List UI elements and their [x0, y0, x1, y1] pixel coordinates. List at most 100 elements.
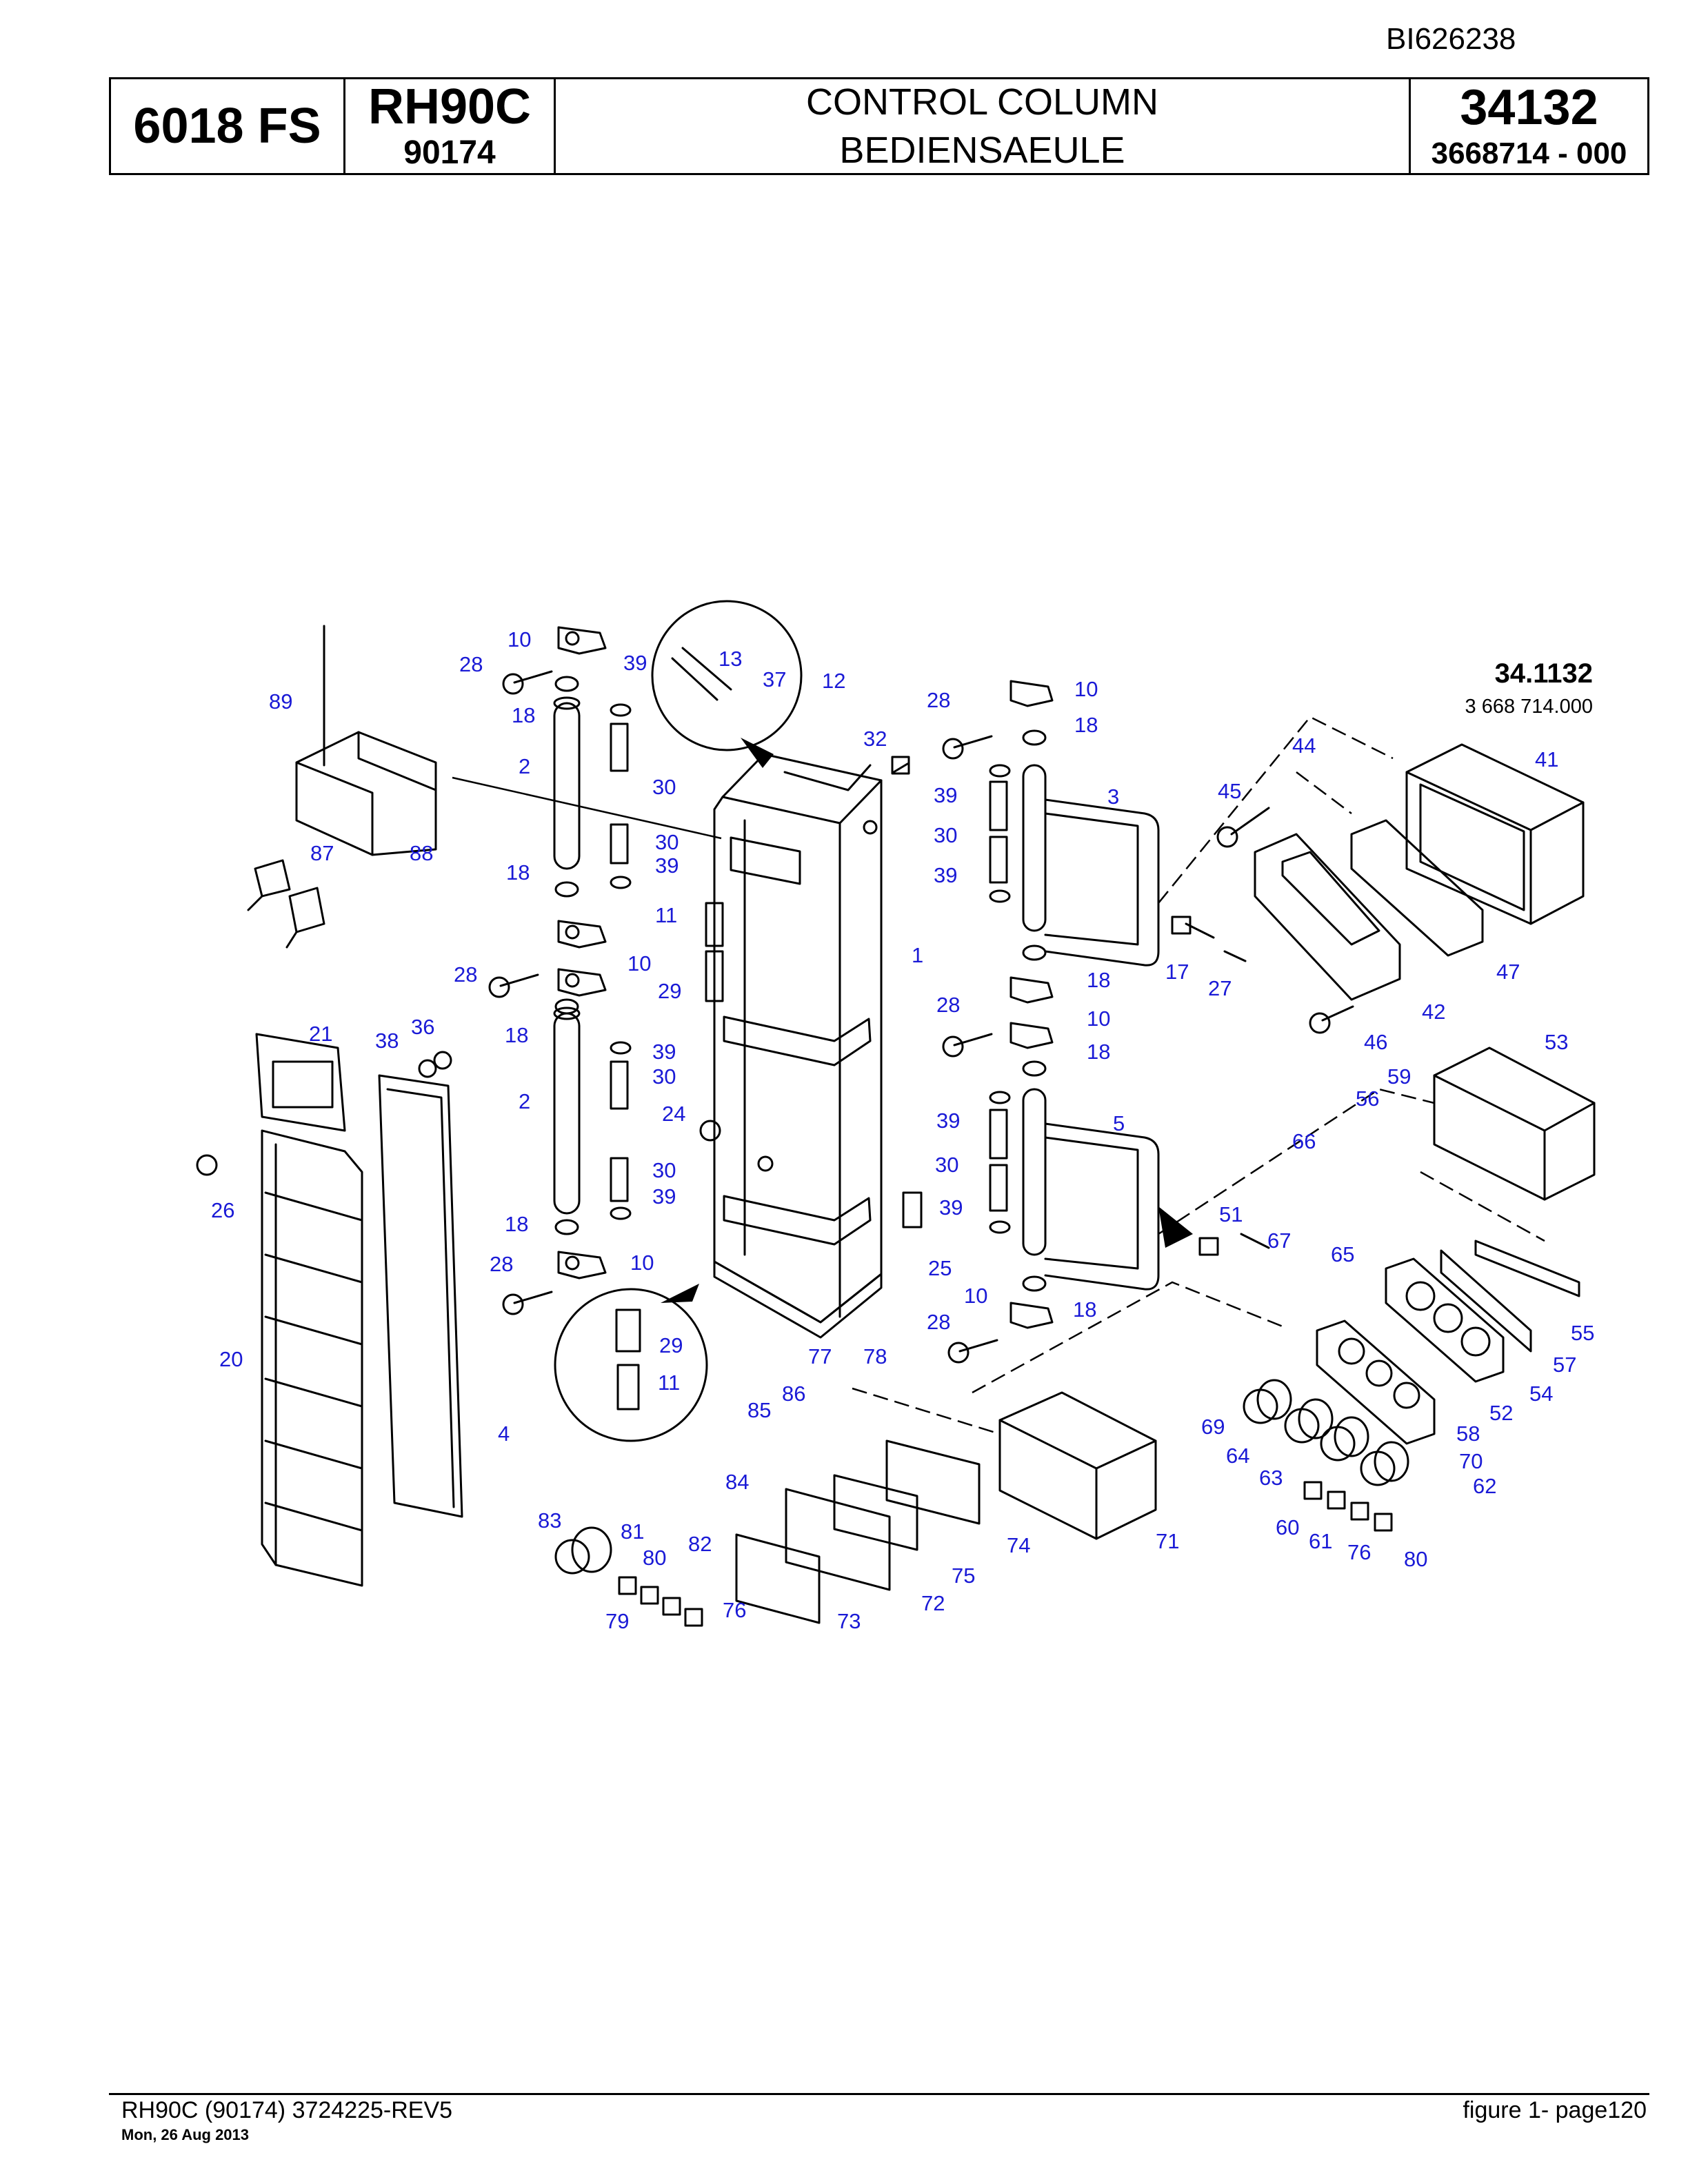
gauge-panel-54	[1385, 1257, 1505, 1383]
label-39: 39	[939, 1195, 963, 1220]
label-42: 42	[1422, 1000, 1445, 1024]
label-56: 56	[1356, 1086, 1379, 1111]
label-28: 28	[936, 993, 960, 1017]
label-80: 80	[1404, 1547, 1427, 1571]
label-63: 63	[1259, 1466, 1283, 1490]
label-87: 87	[310, 841, 334, 865]
label-51: 51	[1219, 1202, 1243, 1226]
label-1: 1	[912, 943, 923, 967]
label-13: 13	[719, 647, 742, 671]
washers-left	[554, 676, 724, 1235]
label-37: 37	[763, 667, 786, 691]
control-column-frame	[713, 753, 883, 1339]
title-english: CONTROL COLUMN	[805, 81, 1159, 123]
label-18: 18	[505, 1023, 528, 1047]
label-82: 82	[688, 1532, 712, 1556]
diagram-reference-sub: 3 668 714.000	[1465, 696, 1593, 718]
label-28: 28	[454, 962, 477, 987]
label-60: 60	[1276, 1515, 1299, 1539]
label-85: 85	[747, 1398, 771, 1422]
label-18: 18	[505, 1212, 528, 1236]
footer-date: Mon, 26 Aug 2013	[121, 2126, 250, 2143]
gauge-panel-58	[1316, 1320, 1436, 1445]
label-18: 18	[512, 703, 535, 727]
switch-module-rack	[261, 1129, 363, 1587]
label-61: 61	[1309, 1529, 1332, 1553]
label-28: 28	[459, 652, 483, 676]
title-block: 6018 FS RH90C 90174 CONTROL COLUMN BEDIE…	[109, 77, 1649, 175]
label-74: 74	[1007, 1533, 1030, 1557]
label-28: 28	[927, 1310, 950, 1334]
label-80: 80	[643, 1546, 666, 1570]
label-32: 32	[863, 727, 887, 751]
label-64: 64	[1226, 1444, 1249, 1468]
part-number: 3668714 - 000	[1431, 136, 1627, 170]
left-hinge-post-lower	[553, 1007, 581, 1215]
label-76: 76	[1347, 1540, 1371, 1564]
detail-circle-bottom	[554, 1288, 708, 1442]
label-39: 39	[934, 863, 957, 887]
washers-right	[989, 729, 1047, 1292]
label-2: 2	[519, 754, 530, 778]
gauges	[1243, 1379, 1409, 1486]
label-39: 39	[652, 1040, 676, 1064]
assembly-lines	[852, 716, 1545, 1435]
label-38: 38	[375, 1029, 399, 1053]
label-79: 79	[605, 1609, 629, 1633]
housing-71	[998, 1391, 1157, 1540]
footer-divider	[109, 2093, 1649, 2095]
label-62: 62	[1473, 1474, 1496, 1498]
label-41: 41	[1535, 747, 1558, 771]
label-18: 18	[1074, 713, 1098, 737]
label-30: 30	[655, 830, 679, 854]
label-28: 28	[490, 1252, 513, 1276]
label-30: 30	[652, 775, 676, 799]
label-2: 2	[519, 1089, 530, 1113]
label-10: 10	[1074, 677, 1098, 701]
left-hinge-brackets	[557, 626, 607, 1280]
label-5: 5	[1113, 1111, 1125, 1135]
label-54: 54	[1529, 1382, 1553, 1406]
strip-55	[1474, 1240, 1580, 1297]
gauge-83	[554, 1539, 590, 1575]
label-18: 18	[1087, 1040, 1110, 1064]
label-29: 29	[659, 1333, 683, 1357]
right-hinge-assembly	[1009, 680, 1054, 1329]
machine-serial: 90174	[403, 134, 496, 171]
part-labels: 1 2 2 3 4 5 10 10 10 10 10 10 11 11 12 1…	[211, 627, 1594, 1633]
label-39: 39	[936, 1109, 960, 1133]
label-20: 20	[219, 1347, 243, 1371]
label-88: 88	[410, 841, 433, 865]
title-cell: CONTROL COLUMN BEDIENSAEULE	[556, 79, 1411, 173]
label-18: 18	[506, 860, 530, 884]
label-53: 53	[1545, 1030, 1568, 1054]
gauge-83-body	[571, 1526, 612, 1573]
machine-cell: RH90C 90174	[345, 79, 556, 173]
label-44: 44	[1292, 734, 1316, 758]
screws	[196, 670, 1354, 1364]
label-39: 39	[623, 651, 647, 675]
label-89: 89	[269, 689, 292, 714]
direction-arrows	[661, 738, 1193, 1303]
label-77: 77	[808, 1344, 832, 1368]
label-29: 29	[658, 979, 681, 1003]
label-71: 71	[1156, 1529, 1179, 1553]
panels-72-75	[735, 1439, 981, 1624]
handle-upper	[1044, 798, 1160, 967]
figure-number: 34132	[1460, 80, 1598, 135]
label-36: 36	[411, 1015, 434, 1039]
label-83: 83	[538, 1508, 561, 1533]
label-24: 24	[662, 1102, 685, 1126]
label-66: 66	[1292, 1129, 1316, 1153]
label-25: 25	[928, 1256, 952, 1280]
label-39: 39	[934, 783, 957, 807]
label-4: 4	[498, 1422, 510, 1446]
label-18: 18	[1073, 1297, 1096, 1322]
label-21: 21	[309, 1022, 332, 1046]
toggle-switches	[247, 859, 325, 949]
gasket-47	[1350, 819, 1484, 957]
frame-42	[1254, 833, 1401, 1001]
document-id: BI626238	[1386, 22, 1516, 56]
label-75: 75	[952, 1564, 975, 1588]
